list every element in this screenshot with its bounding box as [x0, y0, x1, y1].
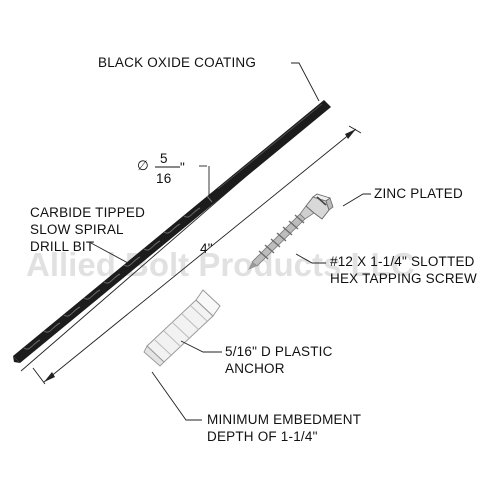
screw-label-line2: HEX TAPPING SCREW [330, 271, 477, 286]
drill-bit [13, 100, 331, 363]
diameter-symbol: ∅ [137, 158, 149, 173]
embedment-label-line1: MINIMUM EMBEDMENT [207, 412, 361, 427]
plastic-anchor [143, 289, 221, 367]
drill-label-line3: DRILL BIT [30, 239, 94, 254]
diameter-unit: " [180, 160, 185, 175]
length-label: 4" [200, 241, 213, 256]
diameter-numerator: 5 [160, 151, 168, 166]
diameter-denominator: 16 [156, 171, 171, 186]
drill-label-line2: SLOW SPIRAL [30, 222, 124, 237]
coating-label: BLACK OXIDE COATING [98, 55, 256, 70]
embedment-label-line2: DEPTH OF 1-1/4" [207, 429, 318, 444]
screw-label-line1: #12 X 1-1/4" SLOTTED [330, 254, 475, 269]
drill-label-line1: CARBIDE TIPPED [30, 205, 145, 220]
leader-lines [90, 62, 371, 421]
anchor-label-line1: 5/16" D PLASTIC [225, 344, 333, 359]
watermark: Allied Bolt Products LLC [26, 246, 415, 283]
zinc-label: ZINC PLATED [374, 186, 463, 201]
anchor-label-line2: ANCHOR [225, 361, 285, 376]
tapping-screw [248, 193, 334, 270]
